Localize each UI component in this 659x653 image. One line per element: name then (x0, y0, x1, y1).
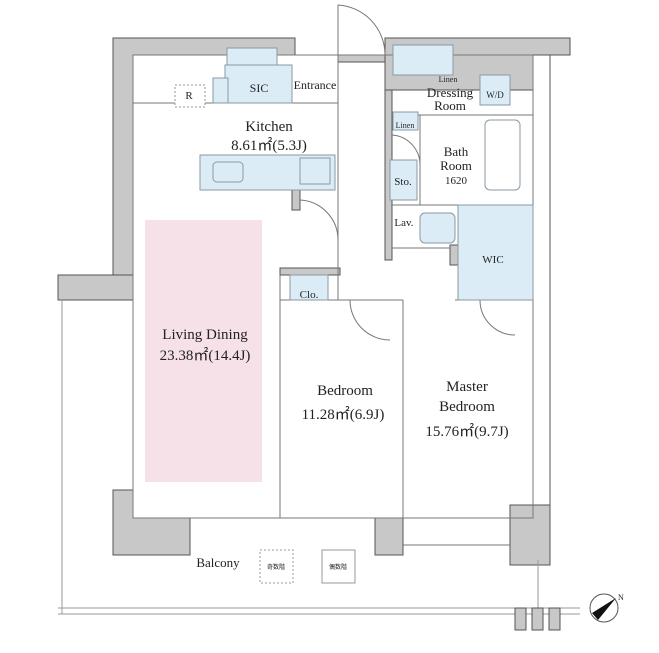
label-lav: Lav. (394, 217, 413, 229)
label-hatch-even: 偶数階 (329, 563, 347, 571)
washer-dryer-icon (479, 74, 511, 106)
fixtures (174, 44, 534, 301)
label-kitchen: Kitchen (245, 119, 293, 135)
label-bedroom-area: 11.28㎡(6.9J) (302, 406, 385, 423)
label-living-area: 23.38㎡(14.4J) (160, 347, 251, 364)
closet-fixture (392, 44, 454, 76)
stove-icon (299, 157, 331, 185)
compass-label: N (618, 593, 624, 602)
label-linen-side: Linen (396, 121, 415, 130)
label-bath-2: Room (440, 158, 472, 173)
balcony (58, 300, 580, 631)
living-dining-area (145, 220, 262, 482)
label-sic: SIC (250, 81, 269, 95)
compass: N (589, 593, 624, 623)
lavatory-sink-icon (419, 212, 456, 244)
linen-shelf (392, 111, 419, 131)
label-linen-top: Linen (439, 75, 458, 84)
sink-icon (212, 161, 244, 183)
label-living: Living Dining (162, 327, 248, 343)
wic-room (457, 204, 534, 301)
label-wic: WIC (482, 254, 503, 266)
closet-fixture (289, 274, 329, 301)
refrigerator-space (174, 84, 206, 108)
sic-shelf (226, 47, 278, 66)
label-entrance: Entrance (294, 78, 337, 92)
label-kitchen-area: 8.61㎡(5.3J) (231, 137, 307, 154)
label-bath-size: 1620 (445, 175, 468, 187)
label-master-1: Master (446, 379, 488, 395)
label-sto: Sto. (394, 176, 412, 188)
label-bath-1: Bath (444, 144, 469, 159)
storage-fixture (389, 159, 418, 201)
label-wd: W/D (486, 90, 504, 100)
compass-arrow-icon (592, 598, 616, 620)
walls (57, 37, 571, 566)
label-master-area: 15.76㎡(9.7J) (425, 423, 508, 440)
label-hatch-odd: 奇数階 (267, 563, 285, 571)
bathtub-icon (484, 119, 521, 191)
label-dressing-2: Room (434, 98, 466, 113)
label-bedroom: Bedroom (317, 383, 373, 399)
label-r: R (185, 90, 193, 102)
label-master-2: Bedroom (439, 399, 495, 415)
label-balcony: Balcony (196, 555, 240, 570)
label-dressing-1: Dressing (427, 85, 474, 100)
sic-shelf-side (212, 77, 229, 104)
room-labels: R SIC Entrance Kitchen 8.61㎡(5.3J) Linen… (160, 75, 509, 571)
label-clo: Clo. (300, 289, 319, 301)
